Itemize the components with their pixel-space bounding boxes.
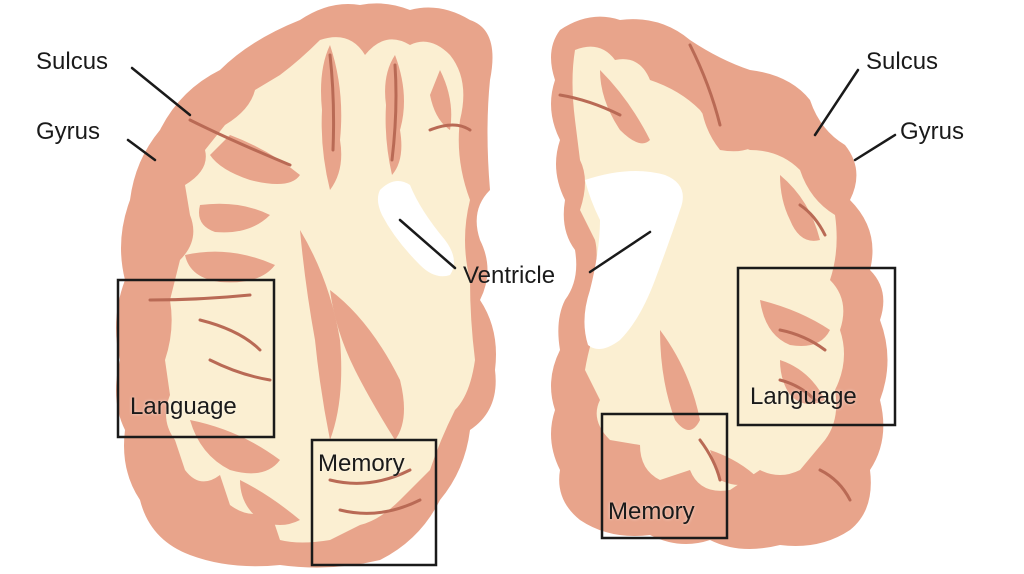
leader-right-sulcus: [813, 68, 860, 137]
right-hemisphere: [551, 16, 888, 549]
left-memory-label: Memory: [318, 450, 405, 477]
right-ventricle: [584, 171, 683, 349]
left-language-box: [116, 278, 276, 439]
right-language-box: [736, 266, 897, 427]
leader-left-gyrus: [126, 138, 157, 162]
left-hemisphere: [116, 3, 496, 568]
right-memory-box: [600, 412, 729, 540]
right-language-label: Language: [750, 383, 857, 410]
left-gyrus-label: Gyrus: [36, 118, 101, 145]
right-white-matter: [572, 46, 844, 491]
right-gyrus-label: Gyrus: [900, 118, 965, 145]
left-sulcus-label: Sulcus: [36, 48, 109, 75]
leader-left-sulcus: [130, 66, 192, 117]
leader-ventricle-right: [588, 230, 652, 274]
leader-ventricle-left: [398, 218, 457, 270]
leader-right-gyrus: [853, 133, 897, 162]
left-language-label: Language: [130, 393, 237, 420]
right-memory-label: Memory: [608, 498, 695, 525]
left-ventricle: [377, 181, 454, 277]
left-memory-box: [310, 438, 438, 567]
right-sulcus-label: Sulcus: [866, 48, 939, 75]
ventricle-label: Ventricle: [463, 262, 556, 289]
